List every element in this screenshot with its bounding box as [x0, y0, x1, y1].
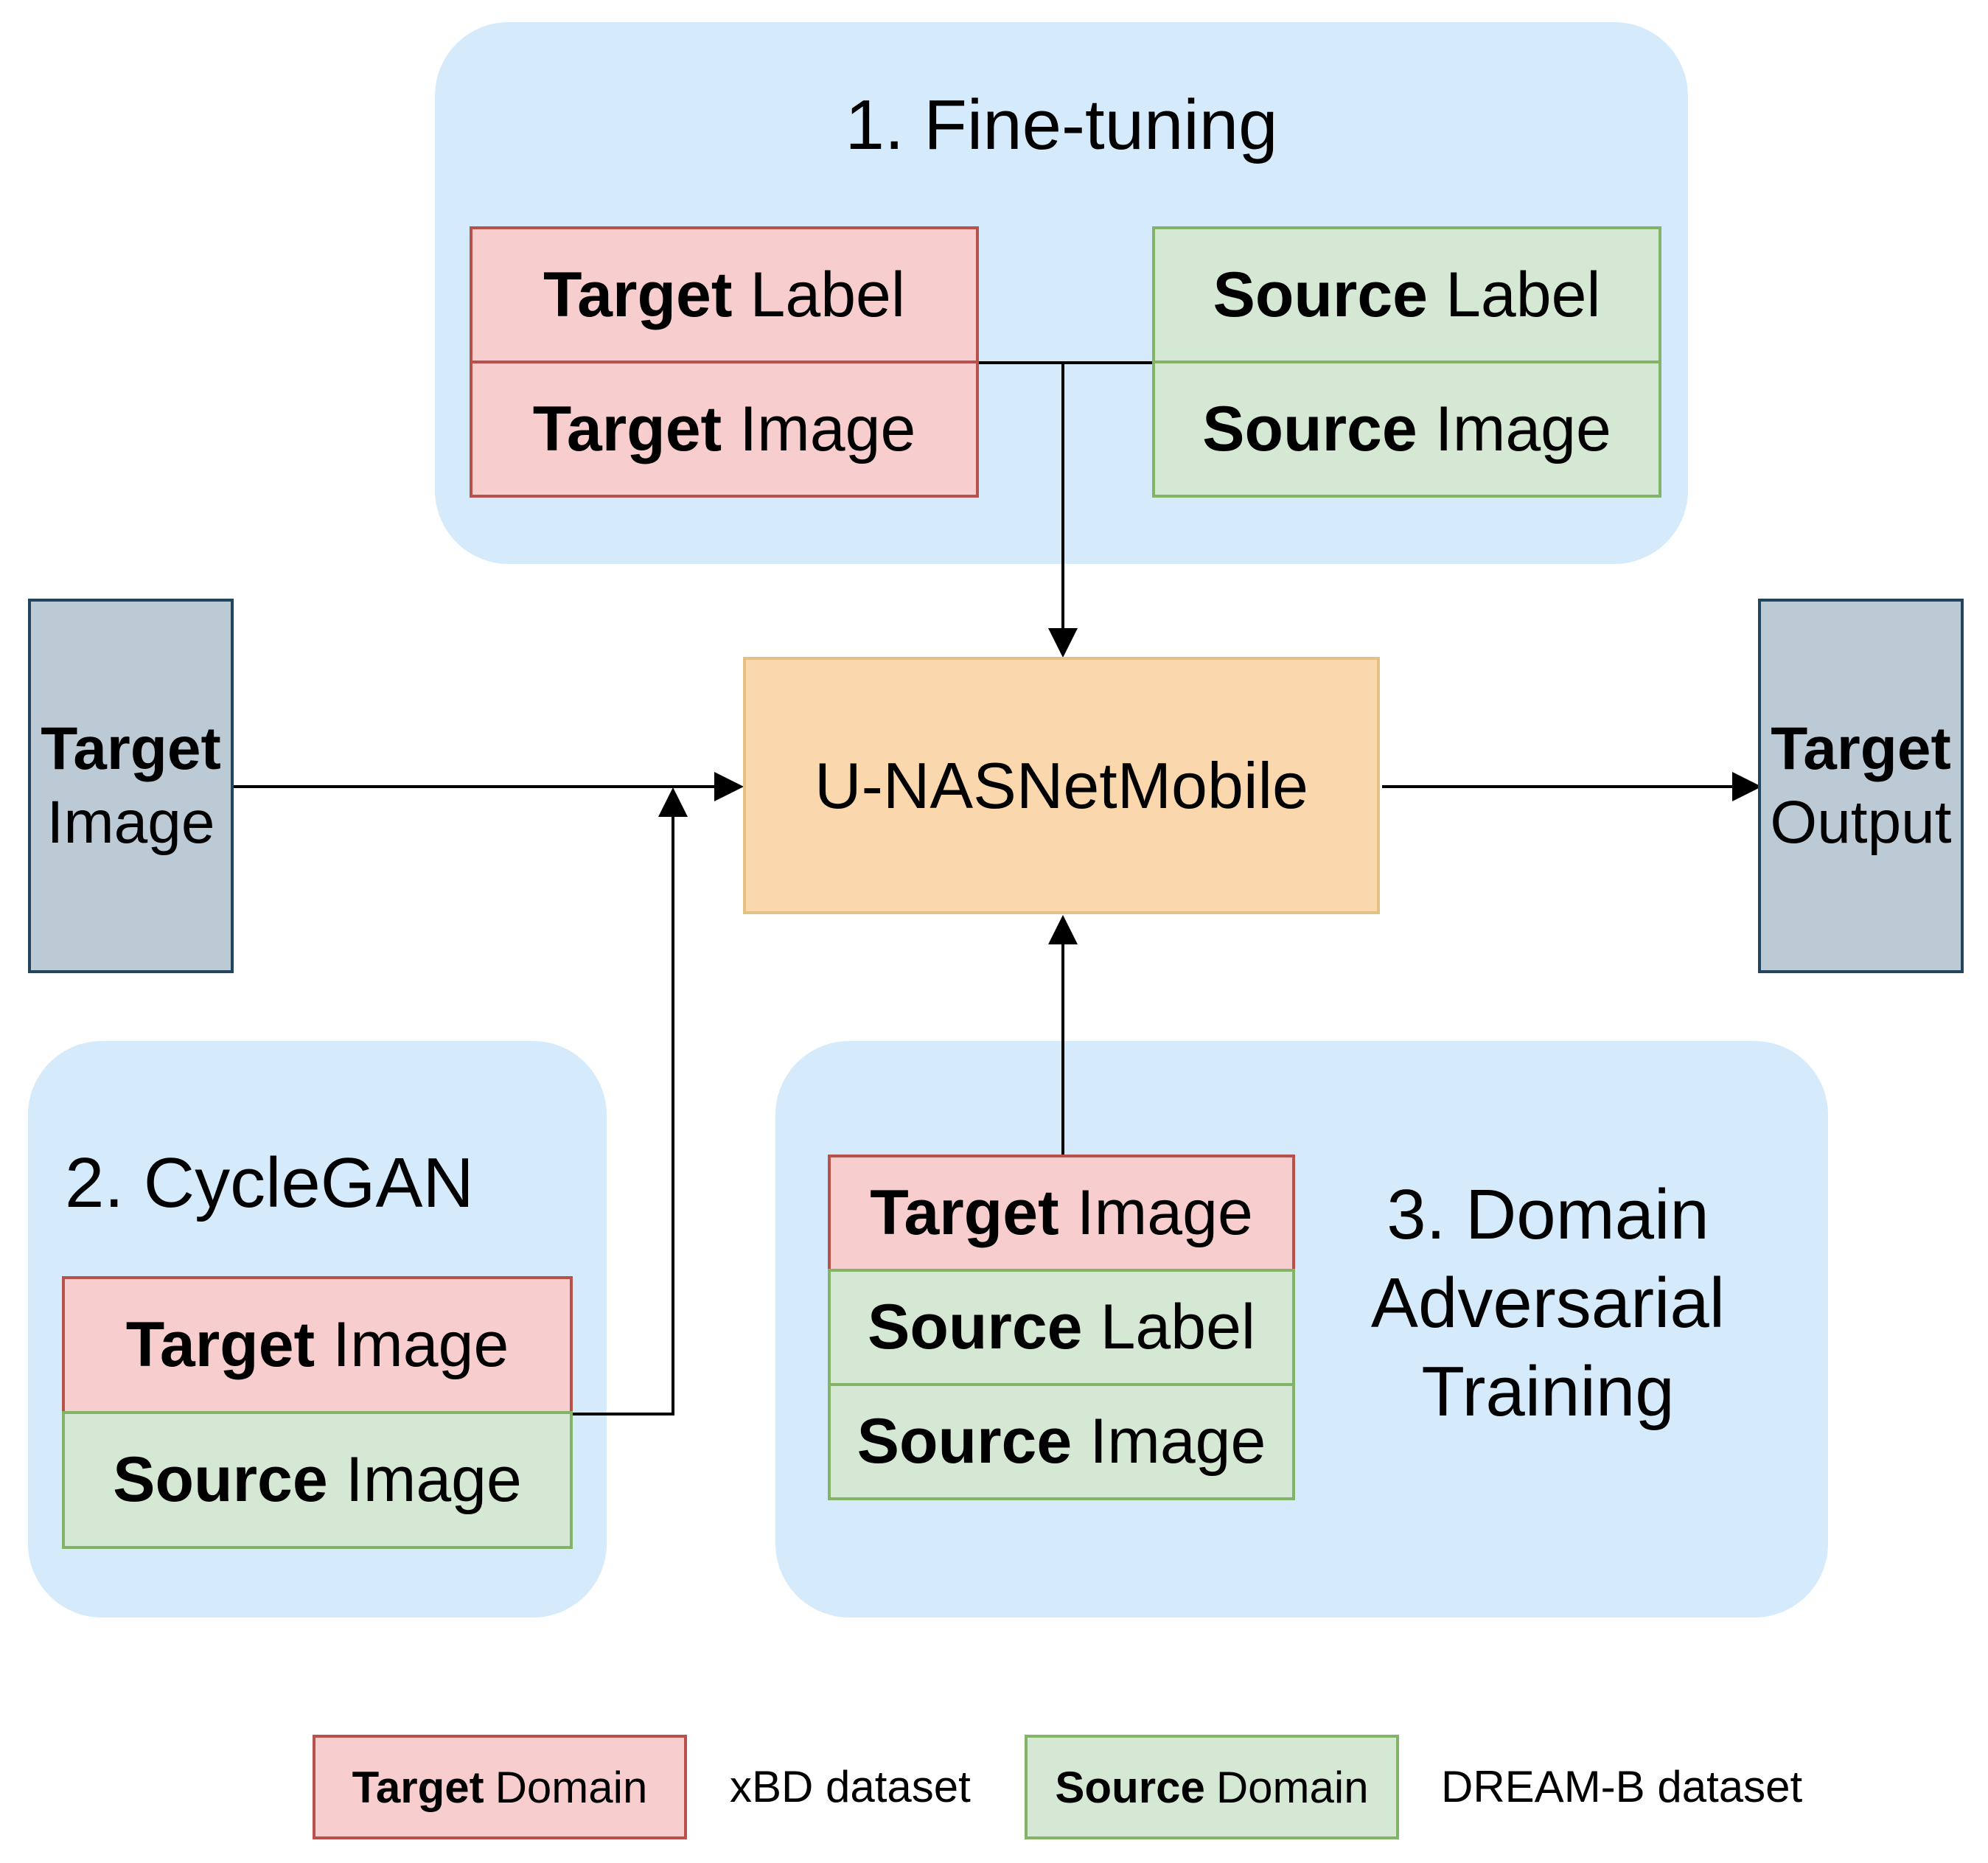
input-target-image: Target Image	[28, 599, 234, 973]
title-line: Adversarial	[1370, 1264, 1726, 1343]
input-bold-text: Target	[41, 714, 221, 782]
model-label: U-NASNetMobile	[815, 748, 1308, 822]
cell-text: Image	[1076, 1177, 1253, 1248]
output-text: Output	[1770, 789, 1952, 856]
legend-bold-text: Source	[1055, 1762, 1205, 1812]
cell-bold-text: Source	[1213, 259, 1429, 330]
u-nasnetmobile-model: U-NASNetMobile	[743, 657, 1380, 914]
cell-bold-text: Source	[857, 1406, 1073, 1477]
cyclegan-arrow	[573, 787, 688, 1415]
cell-text: Label	[1100, 1292, 1256, 1362]
cell-text: Image	[1089, 1406, 1266, 1477]
cell-text: Image	[345, 1444, 522, 1515]
cell-bold-text: Source	[1202, 393, 1417, 464]
domain-adversarial-title: 3. Domain Adversarial Training	[1290, 1171, 1806, 1436]
cell-bold-text: Target	[125, 1309, 315, 1380]
input-text: Image	[46, 789, 215, 856]
cell-bold-text: Target	[532, 393, 722, 464]
cell-bold-text: Source	[113, 1444, 328, 1515]
legend-text: Domain	[495, 1762, 648, 1812]
title-line: 3. Domain	[1387, 1175, 1709, 1254]
legend-source-dataset: DREAM-B dataset	[1441, 1762, 1803, 1811]
cell-bold-text: Source	[867, 1292, 1083, 1362]
cell-text: Label	[750, 259, 905, 330]
legend-target-dataset: xBD dataset	[730, 1762, 971, 1811]
title-line: Training	[1421, 1352, 1675, 1431]
cell-bold-text: Target	[870, 1177, 1059, 1248]
cell-text: Image	[1434, 393, 1611, 464]
target-output: Target Output	[1758, 599, 1964, 973]
fine-tuning-title: 1. Fine-tuning	[845, 86, 1278, 164]
cyclegan-title: 2. CycleGAN	[65, 1143, 474, 1222]
cell-text: Image	[332, 1309, 509, 1380]
cell-bold-text: Target	[543, 259, 733, 330]
legend-text: Domain	[1216, 1762, 1369, 1812]
legend-bold-text: Target	[352, 1762, 484, 1812]
cell-text: Label	[1445, 259, 1601, 330]
cell-text: Image	[739, 393, 916, 464]
output-bold-text: Target	[1771, 714, 1951, 782]
